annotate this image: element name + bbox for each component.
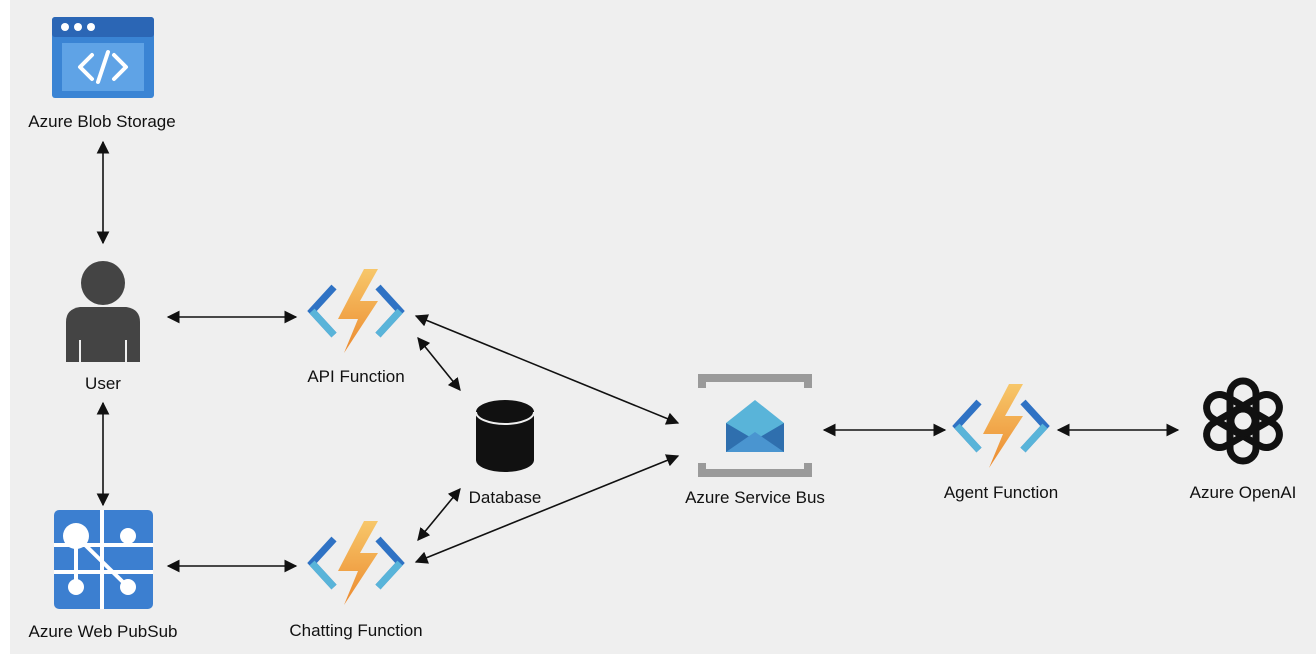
node-agent-function: Agent Function (944, 384, 1058, 502)
node-service-bus: Azure Service Bus (685, 374, 825, 507)
edge-chatting-servicebus (414, 454, 680, 564)
node-web-pubsub: Azure Web PubSub (29, 510, 178, 641)
function-icon (952, 384, 1050, 468)
node-blob-storage: Azure Blob Storage (28, 17, 176, 131)
function-icon (307, 521, 405, 605)
chatting-function-label: Chatting Function (289, 621, 422, 640)
node-user: User (66, 261, 140, 393)
service-bus-label: Azure Service Bus (685, 488, 825, 507)
openai-label: Azure OpenAI (1190, 483, 1297, 502)
service-bus-icon (698, 374, 812, 477)
edges (96, 140, 1180, 573)
database-label: Database (469, 488, 542, 507)
node-chatting-function: Chatting Function (289, 521, 423, 640)
user-icon (66, 261, 140, 362)
code-window-icon (52, 17, 154, 98)
function-icon (307, 269, 405, 353)
blob-storage-label: Azure Blob Storage (28, 112, 175, 131)
edge-api-servicebus (414, 314, 680, 425)
web-pubsub-label: Azure Web PubSub (29, 622, 178, 641)
openai-icon (1203, 377, 1283, 465)
node-database: Database (469, 400, 542, 507)
api-function-label: API Function (307, 367, 404, 386)
user-label: User (85, 374, 121, 393)
pubsub-icon (54, 510, 153, 609)
agent-function-label: Agent Function (944, 483, 1058, 502)
database-icon (475, 400, 535, 472)
node-api-function: API Function (307, 269, 405, 386)
left-edge-strip (0, 0, 10, 654)
node-openai: Azure OpenAI (1190, 377, 1297, 502)
